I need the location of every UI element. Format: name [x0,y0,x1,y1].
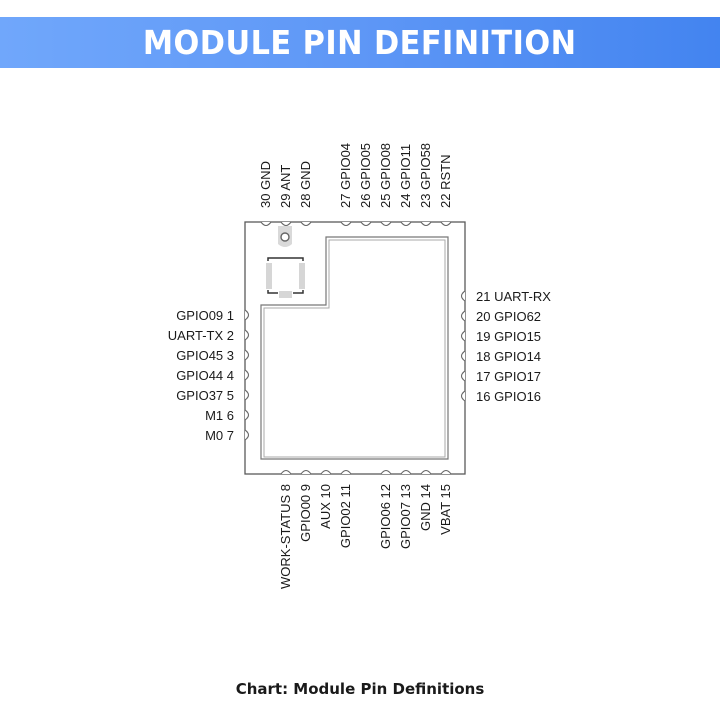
pin-pad [460,390,466,402]
pin-label: GPIO09 1 [176,308,234,323]
pin-label: 28 GND [298,161,313,208]
pin-pad [320,469,332,475]
pin-pad [244,349,250,361]
top-pads [260,221,452,227]
pin-pad [380,469,392,475]
pin-pad [280,469,292,475]
pin-pad [244,329,250,341]
pin-label: GPIO00 9 [298,484,313,542]
pin-label: GPIO06 12 [378,484,393,549]
pin-pad [400,221,412,227]
top-pin-labels: 30 GND 29 ANT 28 GND 27 GPIO04 26 GPIO05 25 G… [258,143,453,208]
pin-pad [460,290,466,302]
left-pads [244,309,250,441]
pin-pad [244,309,250,321]
pin-pad [420,221,432,227]
right-pin-labels: 21 UART-RX 20 GPIO62 19 GPIO15 18 GPIO14 17 … [476,289,551,404]
pin-label: GPIO02 11 [338,484,353,548]
pin-label: 19 GPIO15 [476,329,541,344]
bottom-pads [280,469,452,475]
pin-label: AUX 10 [318,484,333,529]
pin-pad [460,370,466,382]
pin-pad [460,350,466,362]
pin-label: 24 GPIO11 [398,144,413,208]
pin-pad [300,221,312,227]
bottom-pin-labels: WORK-STATUS 8 GPIO00 9 AUX 10 GPIO02 11 GPIO… [278,484,453,589]
pin-label: 17 GPIO17 [476,369,541,384]
pin-label: GPIO07 13 [398,484,413,549]
pin-label: 29 ANT [278,165,293,208]
pin-label: M1 6 [205,408,234,423]
pin-label: 16 GPIO16 [476,389,541,404]
pin-pad [300,469,312,475]
pin-label: 23 GPIO58 [418,143,433,208]
pin-pad [420,469,432,475]
pin-label: 20 GPIO62 [476,309,541,324]
pin-label: UART-TX 2 [168,328,234,343]
pin-label: 30 GND [258,161,273,208]
pin-label: 26 GPIO05 [358,143,373,208]
page-title: MODULE PIN DEFINITION [143,23,577,62]
right-pads [460,290,466,402]
antenna-hole-icon [280,232,290,242]
pin-pad [400,469,412,475]
pin-pad [244,369,250,381]
left-pin-labels: GPIO09 1 UART-TX 2 GPIO45 3 GPIO44 4 GPIO37 … [168,308,234,443]
pin-pad [360,221,372,227]
pin-label: 25 GPIO08 [378,143,393,208]
pin-pad [460,330,466,342]
pin-label: GPIO37 5 [176,388,234,403]
pin-label: 21 UART-RX [476,289,551,304]
pin-pad [440,221,452,227]
pin-label: GPIO44 4 [176,368,234,383]
shield-can [260,236,449,460]
pin-pad [340,221,352,227]
pin-pad [340,469,352,475]
pin-pad [244,429,250,441]
pin-label: 22 RSTN [438,155,453,208]
chip-component-icon [266,257,305,298]
pin-label: 18 GPIO14 [476,349,541,364]
pin-label: M0 7 [205,428,234,443]
pin-pad [280,221,292,227]
pin-pad [244,409,250,421]
chart-caption: Chart: Module Pin Definitions [235,680,485,698]
pin-label: 27 GPIO04 [338,143,353,208]
title-banner: MODULE PIN DEFINITION [0,17,720,68]
pin-pad [244,389,250,401]
pin-label: GPIO45 3 [176,348,234,363]
pin-pad [380,221,392,227]
pin-pad [460,310,466,322]
pin-pad [440,469,452,475]
pin-label: WORK-STATUS 8 [278,484,293,589]
pin-label: GND 14 [418,484,433,531]
pin-label: VBAT 15 [438,484,453,535]
pin-pad [260,221,272,227]
